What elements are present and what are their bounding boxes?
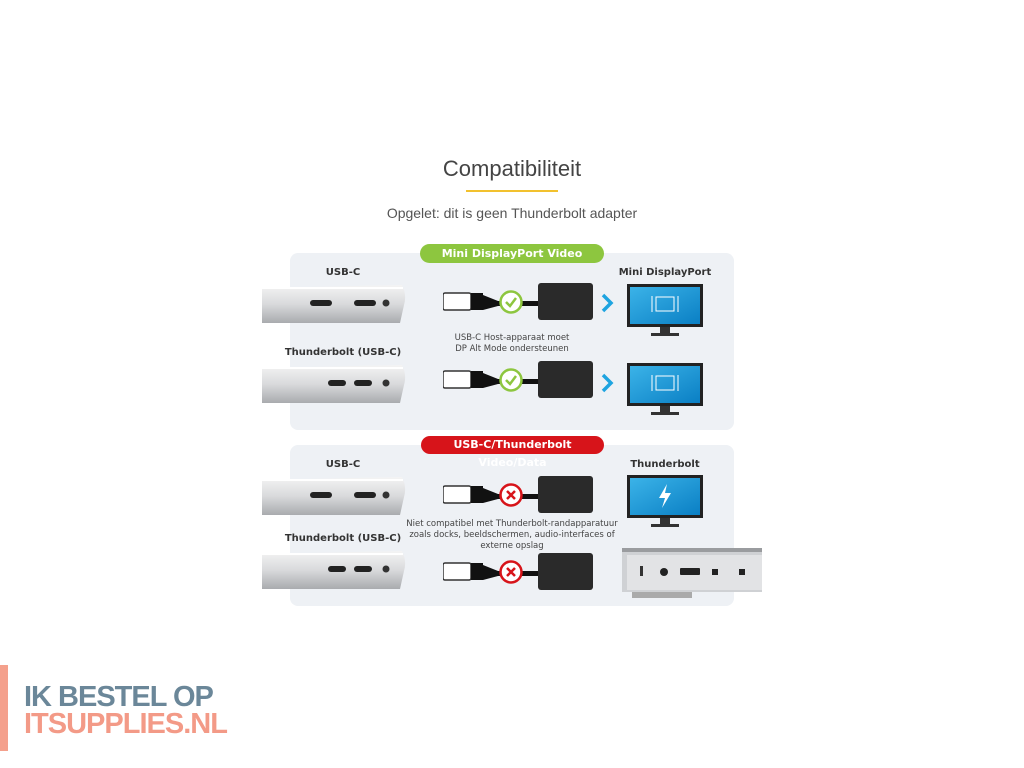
label-thunderbolt: Thunderbolt	[630, 459, 700, 470]
label-usb-c: USB-C	[325, 267, 361, 278]
x-icon	[499, 560, 523, 584]
incompatibility-note: Niet compatibel met Thunderbolt-randappa…	[392, 519, 632, 552]
thunderbolt-dock-image	[622, 548, 762, 598]
note-line: DP Alt Mode ondersteunen	[455, 344, 569, 354]
monitor-image	[627, 284, 703, 338]
monitor-image	[627, 363, 703, 417]
page-subtitle: Opgelet: dit is geen Thunderbolt adapter	[386, 205, 638, 221]
note-line: externe opslag	[480, 541, 544, 551]
section-badge-mini-displayport: Mini DisplayPort Video	[420, 244, 604, 263]
label-mini-displayport: Mini DisplayPort	[618, 267, 712, 278]
logo-line-1: IK BESTEL OP	[24, 681, 214, 713]
note-line: zoals docks, beeldschermen, audio-interf…	[409, 530, 615, 540]
label-thunderbolt-usb-c: Thunderbolt (USB-C)	[284, 533, 402, 544]
chevron-right-icon	[601, 373, 614, 393]
note-line: USB-C Host-apparaat moet	[454, 333, 570, 343]
note-line: Niet compatibel met Thunderbolt-randappa…	[406, 519, 618, 529]
thunderbolt-laptop-image	[262, 551, 407, 589]
thunderbolt-monitor-image	[627, 475, 703, 529]
thunderbolt-laptop-image	[262, 365, 407, 403]
usb-c-laptop-image	[262, 477, 407, 515]
title-underline	[466, 190, 558, 192]
check-icon	[499, 290, 523, 314]
logo-line-2: ITSUPPLIES.NL	[24, 708, 228, 740]
check-icon	[499, 368, 523, 392]
label-usb-c: USB-C	[325, 459, 361, 470]
page-title: Compatibiliteit	[442, 156, 582, 181]
chevron-right-icon	[601, 293, 614, 313]
label-thunderbolt-usb-c: Thunderbolt (USB-C)	[284, 347, 402, 358]
usb-c-laptop-image	[262, 285, 407, 323]
section-badge-thunderbolt: USB-C/Thunderbolt Video/Data	[421, 436, 604, 469]
x-icon	[499, 483, 523, 507]
compatibility-note: USB-C Host-apparaat moet DP Alt Mode ond…	[412, 333, 612, 355]
logo-bar	[0, 665, 8, 751]
